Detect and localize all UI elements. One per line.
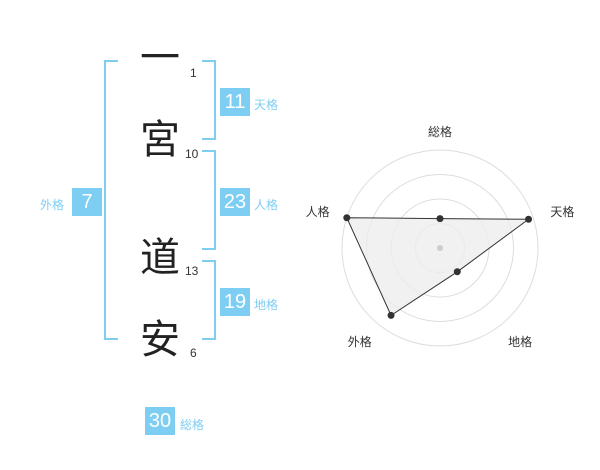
radar-point-2	[525, 215, 533, 223]
radar-point-3	[453, 268, 461, 276]
jinkaku-bracket	[202, 150, 216, 250]
chikaku-label: 地格	[254, 298, 279, 312]
radar-center-dot	[437, 245, 443, 251]
jinkaku-value: 23	[220, 188, 250, 216]
chikaku-bracket	[202, 260, 216, 340]
radar-area	[346, 217, 531, 317]
jinkaku-label: 人格	[254, 198, 279, 212]
stroke-count-4: 6	[190, 346, 197, 360]
radar-axis-label-5: 人格	[306, 204, 330, 219]
tenkaku-label: 天格	[254, 98, 279, 112]
gaikaku-bracket	[104, 60, 118, 340]
name-char-1: 一	[140, 35, 180, 81]
stroke-count-3: 13	[185, 264, 199, 278]
name-char-4: 安	[140, 317, 180, 363]
gaikaku-value: 7	[72, 188, 102, 216]
name-char-3: 道	[140, 235, 180, 281]
tenkaku-bracket	[202, 60, 216, 140]
chikaku-value: 19	[220, 288, 250, 316]
stroke-count-1: 1	[190, 66, 197, 80]
radar-axis-label-4: 外格	[348, 334, 372, 349]
stroke-count-2: 10	[185, 147, 199, 161]
tenkaku-value: 11	[220, 88, 250, 116]
radar-point-4	[387, 311, 395, 319]
radar-axis-label-1: 総格	[428, 124, 452, 139]
radar-axis-label-2: 天格	[550, 204, 574, 219]
radar-ring	[341, 149, 539, 347]
radar-point-1	[436, 215, 444, 223]
radar-point-5	[343, 214, 351, 222]
gaikaku-label: 外格	[40, 198, 65, 212]
radar-axis-label-3: 地格	[508, 334, 532, 349]
soukaku-value: 30	[145, 407, 175, 435]
name-char-2: 宮	[140, 117, 180, 163]
soukaku-label: 総格	[180, 418, 205, 432]
